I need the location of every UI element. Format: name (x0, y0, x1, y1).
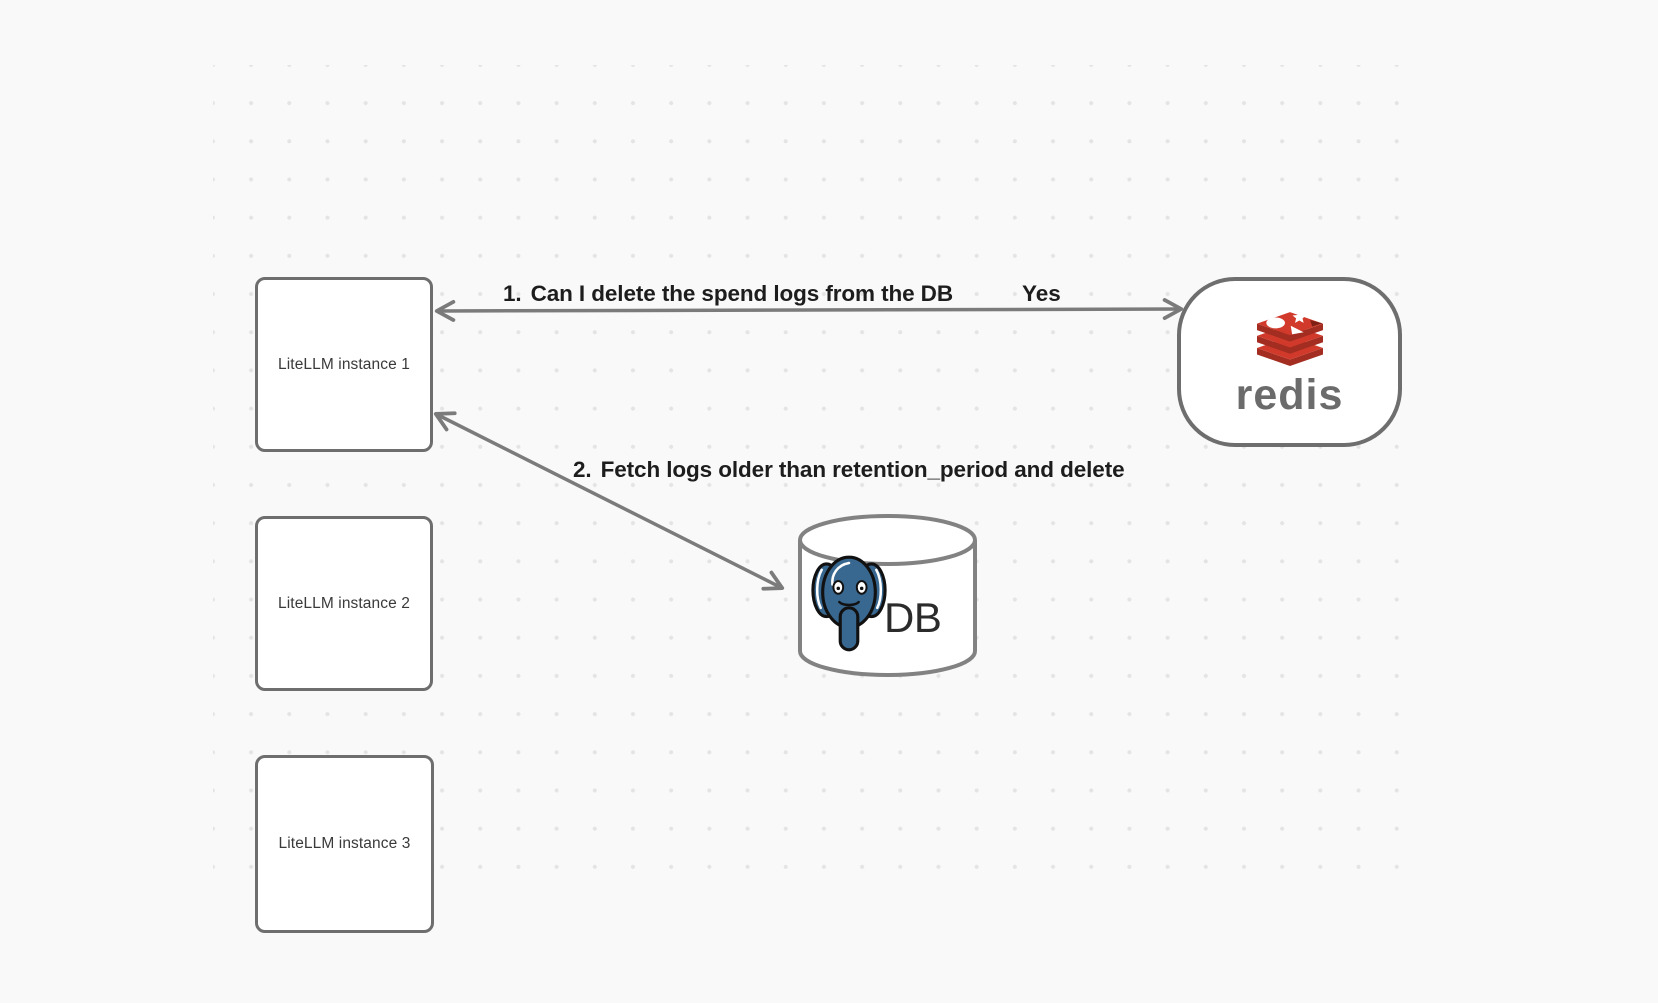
edge-1-number: 1. (503, 281, 522, 306)
edge-1-arrow[interactable] (434, 298, 1184, 322)
redis-node[interactable]: redis (1177, 277, 1402, 447)
edge-1-text: Can I delete the spend logs from the DB (530, 281, 954, 306)
litellm-instance-2-node[interactable]: LiteLLM instance 2 (255, 516, 433, 691)
litellm-instance-2-label: LiteLLM instance 2 (278, 594, 410, 612)
litellm-instance-1-node[interactable]: LiteLLM instance 1 (255, 277, 433, 452)
edge-2-text: Fetch logs older than retention_period a… (600, 457, 1125, 482)
litellm-instance-1-label: LiteLLM instance 1 (278, 355, 410, 373)
redis-wordmark: redis (1235, 371, 1344, 419)
litellm-instance-3-node[interactable]: LiteLLM instance 3 (255, 755, 434, 933)
edge-1-response-label[interactable]: Yes (1022, 281, 1061, 306)
edge-1-label[interactable]: 1. Can I delete the spend logs from the … (503, 281, 953, 307)
edge-2-number: 2. (573, 457, 592, 482)
postgresql-elephant-icon (811, 555, 887, 652)
litellm-instance-3-label: LiteLLM instance 3 (278, 835, 411, 852)
redis-logo-icon (1256, 310, 1323, 366)
edge-2-label[interactable]: 2. Fetch logs older than retention_perio… (573, 457, 1125, 483)
db-label: DB (884, 594, 942, 641)
edge-2-arrow[interactable] (433, 411, 785, 591)
